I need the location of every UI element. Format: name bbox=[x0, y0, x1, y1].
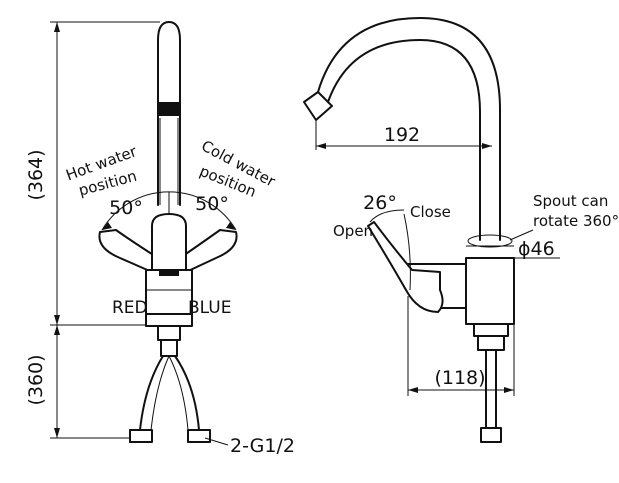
diameter-label: ϕ46 bbox=[518, 238, 555, 260]
spout-note-leader bbox=[509, 229, 534, 241]
side-lever bbox=[367, 209, 444, 313]
reach-dimension bbox=[315, 120, 492, 150]
handle-angle-arc bbox=[101, 191, 237, 231]
base-depth-label: (118) bbox=[434, 367, 485, 389]
hot-angle-label: 50° bbox=[109, 197, 143, 219]
connector-label: 2-G1/2 bbox=[230, 435, 295, 457]
cold-angle-label: 50° bbox=[195, 193, 229, 215]
spout-note-line2: rotate 360° bbox=[533, 212, 619, 230]
open-label: Open bbox=[333, 222, 373, 240]
swivel-ring bbox=[467, 234, 513, 248]
front-hoses bbox=[129, 325, 211, 443]
blue-label: BLUE bbox=[188, 298, 231, 318]
red-label: RED bbox=[112, 298, 148, 318]
height-lower-label: (360) bbox=[25, 354, 47, 405]
front-view: (364) (360) bbox=[25, 21, 295, 457]
side-spout bbox=[303, 17, 501, 241]
connector-leader bbox=[204, 437, 229, 446]
height-dimension bbox=[50, 21, 160, 439]
spout-note-line1: Spout can bbox=[533, 192, 608, 210]
side-base bbox=[473, 323, 509, 443]
side-view: 192 26° Open Close Spout can rotate 360°… bbox=[303, 17, 619, 443]
base-depth-dimension bbox=[407, 296, 515, 396]
front-spout bbox=[157, 21, 181, 206]
height-upper-label: (364) bbox=[25, 149, 47, 200]
reach-label: 192 bbox=[384, 124, 420, 146]
front-body bbox=[98, 213, 238, 327]
close-label: Close bbox=[410, 203, 451, 221]
handle-angle-label: 26° bbox=[363, 192, 397, 214]
